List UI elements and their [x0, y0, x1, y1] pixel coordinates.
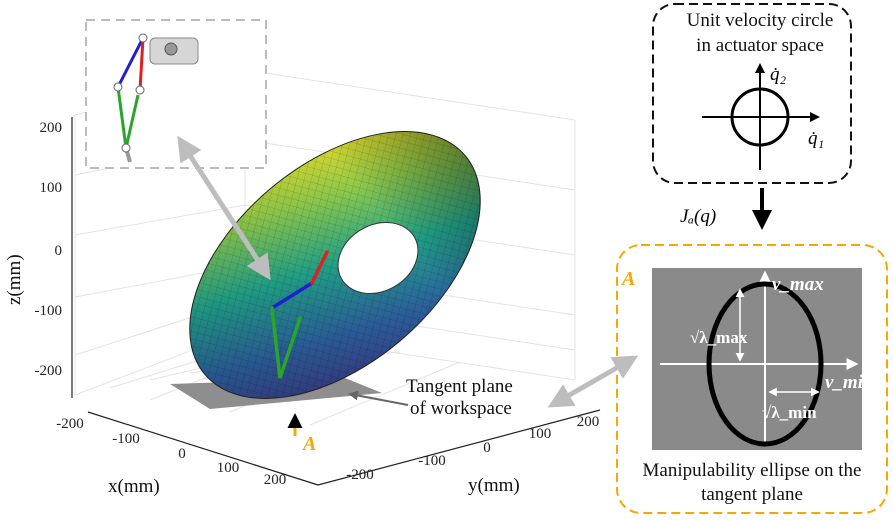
ellipse-pointer-arrow [547, 355, 639, 408]
tangent-plane-panel [652, 268, 862, 450]
y-tick: 100 [529, 426, 552, 442]
z-tick: 200 [40, 120, 63, 136]
velocity-box-title: Unit velocity circle [687, 10, 834, 31]
z-axis-label: z(mm) [4, 254, 25, 305]
y-tick: -100 [418, 453, 446, 469]
jacobian-label: Jₐ(q) [680, 206, 716, 227]
robot-links [270, 250, 329, 379]
vmax-label: v_max [772, 274, 824, 295]
x-tick: -100 [112, 431, 140, 447]
link-blue [270, 281, 314, 310]
ellipse-box-corner-label: A [620, 268, 635, 290]
ellipse-box-caption: tangent plane [701, 484, 803, 505]
workspace-torus [189, 131, 481, 399]
ellipse-box-caption: Manipulability ellipse on the [643, 460, 862, 481]
ellipse-box: A v_max v_min √λ_max √λ_min Manipulabili… [616, 244, 888, 514]
y-axis-label: y(mm) [468, 475, 520, 496]
link-green [270, 306, 302, 379]
z-tick: -100 [35, 303, 63, 319]
torus-hole [337, 222, 419, 294]
q1-label: q̇₁ [808, 128, 824, 149]
vmin-label: v_min [825, 372, 874, 393]
robot-inset [85, 19, 267, 169]
lambda-max-label: √λ_max [690, 328, 748, 347]
y-ticks: -200 -100 0 100 200 [346, 414, 599, 483]
x-ticks: -200 -100 0 100 200 [56, 416, 286, 488]
q2-label: q̇₂ [770, 64, 787, 85]
z-tick: 0 [55, 243, 63, 259]
tangent-plane-label: of workspace [410, 398, 512, 419]
x-tick: 200 [264, 472, 287, 488]
x-tick: 0 [178, 446, 186, 462]
lambda-min-label: √λ_min [762, 403, 817, 422]
x-axis-label: x(mm) [108, 476, 160, 497]
x-tick: -200 [56, 416, 84, 432]
y-tick: 200 [577, 414, 600, 430]
point-a-label: A [301, 433, 316, 455]
z-tick: -200 [35, 363, 63, 379]
z-ticks: 200 100 0 -100 -200 [35, 120, 63, 379]
velocity-box-title: in actuator space [696, 35, 824, 56]
y-tick: 0 [483, 440, 491, 456]
x-tick: 100 [217, 460, 240, 476]
tangent-plane-arrow [348, 390, 409, 406]
inset-pointer-arrow [177, 135, 271, 281]
unit-velocity-circle [730, 87, 790, 147]
tangent-plane-label: Tangent plane [406, 376, 513, 397]
z-tick: 100 [40, 180, 63, 196]
velocity-circle-box: Unit velocity circle in actuator space q… [652, 3, 852, 184]
link-red [310, 250, 329, 285]
y-tick: -200 [346, 467, 374, 483]
manipulability-ellipse [706, 281, 824, 447]
axis-lines [71, 117, 601, 486]
